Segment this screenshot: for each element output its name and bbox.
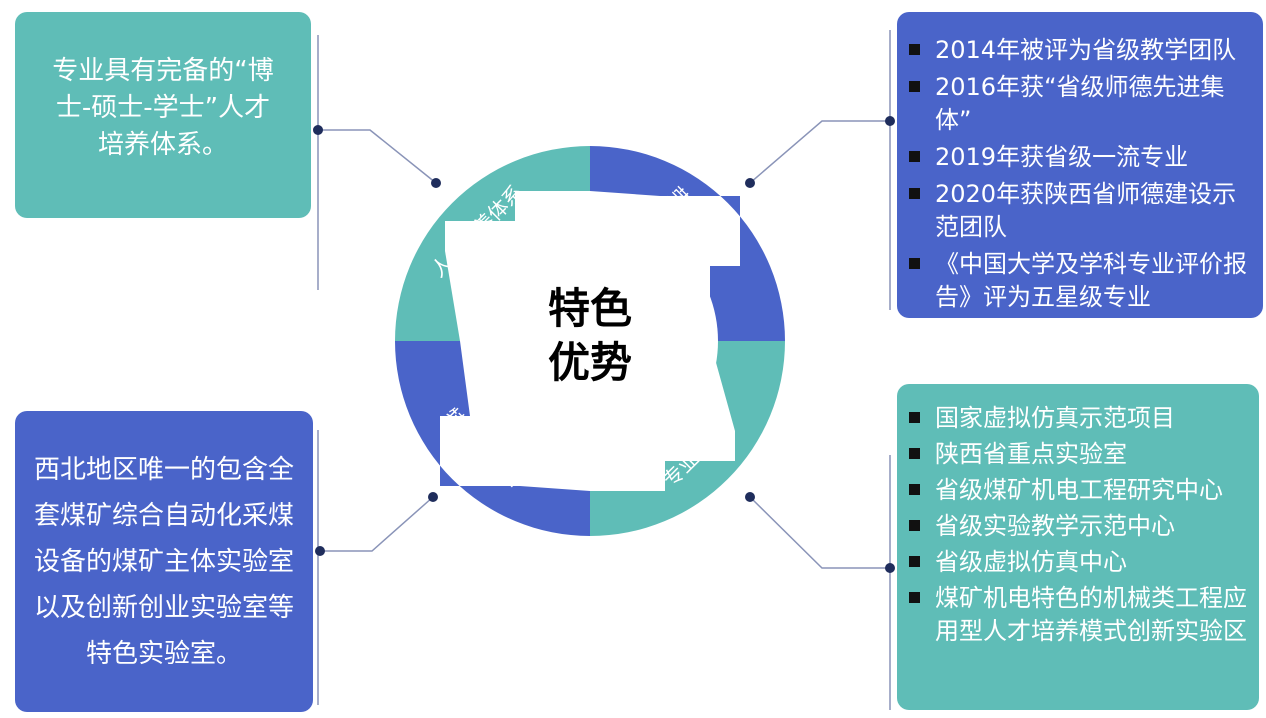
text-line: 培养体系。 <box>97 129 228 160</box>
text-line: 套煤矿综合自动化采煤 <box>33 500 294 531</box>
list-item-text: 《中国大学及学科专业评价报告》评为五星级专业 <box>935 250 1247 311</box>
list-item-text: 2020年获陕西省师德建设示范团队 <box>935 180 1237 241</box>
list-item: 省级实验教学示范中心 <box>907 510 1249 543</box>
segment-bottom-right <box>590 341 785 536</box>
bullet-square-icon <box>909 556 920 567</box>
segment-top-left <box>395 146 590 341</box>
list-item: 2016年获“省级师德先进集体” <box>907 71 1253 137</box>
featured-lab-box: 西北地区唯一的包含全 套煤矿综合自动化采煤 设备的煤矿主体实验室 以及创新创业实… <box>15 411 313 712</box>
list-item-text: 陕西省重点实验室 <box>935 440 1127 468</box>
center-title-line-1: 特色 <box>547 284 632 333</box>
text-line: 设备的煤矿主体实验室 <box>33 546 294 577</box>
text-line: 士-硕士-学士”人才 <box>55 92 271 123</box>
list-item: 《中国大学及学科专业评价报告》评为五星级专业 <box>907 248 1253 314</box>
list-item: 省级煤矿机电工程研究中心 <box>907 474 1249 507</box>
bullet-square-icon <box>909 520 920 531</box>
bullet-square-icon <box>909 412 920 423</box>
center-title: 特色 优势 <box>505 282 675 390</box>
text-line: 特色实验室。 <box>85 638 242 669</box>
list-item: 省级虚拟仿真中心 <box>907 546 1249 579</box>
bullet-square-icon <box>909 81 920 92</box>
dot-br-outer <box>885 563 895 573</box>
center-title-line-2: 优势 <box>547 338 632 387</box>
list-item: 国家虚拟仿真示范项目 <box>907 402 1249 435</box>
center-circle <box>462 213 718 469</box>
segment-top-right <box>590 146 785 341</box>
featured-lab-text: 西北地区唯一的包含全 套煤矿综合自动化采煤 设备的煤矿主体实验室 以及创新创业实… <box>34 447 294 677</box>
honors-list: 2014年被评为省级教学团队 2016年获“省级师德先进集体” 2019年获省级… <box>907 34 1253 314</box>
bullet-square-icon <box>909 188 920 199</box>
connector-bottom-left <box>320 496 434 552</box>
connector-bottom-right <box>749 496 890 569</box>
bullet-square-icon <box>909 592 920 603</box>
list-item-text: 2019年获省级一流专业 <box>935 143 1189 171</box>
dot-br-inner <box>745 492 755 502</box>
dot-tl-outer <box>313 125 323 135</box>
list-item: 2014年被评为省级教学团队 <box>907 34 1253 67</box>
connector-top-right <box>749 120 890 184</box>
list-item: 2019年获省级一流专业 <box>907 141 1253 174</box>
dot-tr-inner <box>745 178 755 188</box>
list-item: 煤矿机电特色的机械类工程应用型人才培养模式创新实验区 <box>907 582 1249 648</box>
platform-box: 国家虚拟仿真示范项目 陕西省重点实验室 省级煤矿机电工程研究中心 省级实验教学示… <box>897 384 1259 710</box>
text-line: 专业具有完备的“博 <box>52 55 274 86</box>
list-item-text: 省级实验教学示范中心 <box>935 512 1175 540</box>
bullet-square-icon <box>909 448 920 459</box>
dot-tl-inner <box>431 178 441 188</box>
talent-system-box: 专业具有完备的“博 士-硕士-学士”人才 培养体系。 <box>15 12 311 218</box>
honors-box: 2014年被评为省级教学团队 2016年获“省级师德先进集体” 2019年获省级… <box>897 12 1263 318</box>
bullet-square-icon <box>909 44 920 55</box>
list-item: 陕西省重点实验室 <box>907 438 1249 471</box>
list-item-text: 2016年获“省级师德先进集体” <box>935 73 1225 134</box>
list-item: 2020年获陕西省师德建设示范团队 <box>907 178 1253 244</box>
dot-tr-outer <box>885 116 895 126</box>
list-item-text: 省级虚拟仿真中心 <box>935 548 1127 576</box>
bullet-square-icon <box>909 258 920 269</box>
dot-bl-outer <box>315 546 325 556</box>
text-line: 以及创新创业实验室等 <box>33 592 294 623</box>
list-item-text: 省级煤矿机电工程研究中心 <box>935 476 1223 504</box>
segment-bottom-left <box>395 341 590 536</box>
bullet-square-icon <box>909 484 920 495</box>
list-item-text: 国家虚拟仿真示范项目 <box>935 404 1175 432</box>
list-item-text: 2014年被评为省级教学团队 <box>935 36 1237 64</box>
talent-system-text: 专业具有完备的“博 士-硕士-学士”人才 培养体系。 <box>52 53 273 164</box>
connector-top-left <box>318 129 437 184</box>
platform-list: 国家虚拟仿真示范项目 陕西省重点实验室 省级煤矿机电工程研究中心 省级实验教学示… <box>907 402 1249 648</box>
text-line: 西北地区唯一的包含全 <box>33 454 294 485</box>
list-item-text: 煤矿机电特色的机械类工程应用型人才培养模式创新实验区 <box>935 584 1247 645</box>
bullet-square-icon <box>909 151 920 162</box>
dot-bl-inner <box>428 492 438 502</box>
